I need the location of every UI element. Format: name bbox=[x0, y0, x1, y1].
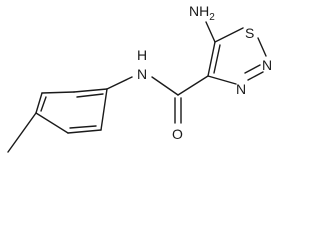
atom-nh2-label: NH2 bbox=[189, 3, 215, 23]
bond-ring-inner-2 bbox=[69, 125, 97, 129]
atom-amide-h-label: H bbox=[137, 47, 147, 63]
bond-ring-6 bbox=[41, 91, 75, 94]
bond-N-C4 bbox=[207, 75, 237, 85]
bond-N-carbonyl bbox=[151, 76, 179, 96]
bond-C5-S bbox=[214, 27, 244, 43]
bond-C4-C5-inner bbox=[213, 44, 221, 74]
bond-N-N-2 bbox=[244, 64, 261, 74]
bond-S-N bbox=[257, 37, 267, 57]
bond-ring-2 bbox=[100, 88, 108, 131]
atom-labels: NH2 S N N H N O bbox=[137, 3, 272, 142]
bond-aryl-N bbox=[106, 76, 133, 90]
bond-ring-inner-3 bbox=[40, 96, 47, 112]
bond-carbonyl-C4 bbox=[177, 75, 209, 96]
bond-ring-1 bbox=[73, 88, 108, 93]
atom-ring-n1-label: N bbox=[262, 57, 272, 73]
bonds bbox=[7, 21, 267, 153]
bond-ring-5 bbox=[35, 92, 43, 114]
atom-ring-n2-label: N bbox=[236, 81, 246, 97]
bond-C5-NH2 bbox=[205, 21, 216, 43]
bond-N-N-1 bbox=[247, 71, 264, 81]
bond-ring-3 bbox=[67, 129, 102, 134]
atom-amide-n-label: N bbox=[137, 66, 147, 82]
atom-oxygen-label: O bbox=[172, 126, 183, 142]
bond-ring-inner-1 bbox=[76, 93, 104, 98]
bond-C4-C5 bbox=[207, 41, 216, 77]
bond-ring-4 bbox=[35, 112, 69, 134]
structure-diagram: NH2 S N N H N O bbox=[7, 3, 272, 153]
atom-sulfur-label: S bbox=[245, 25, 254, 41]
bond-methyl bbox=[7, 112, 37, 153]
